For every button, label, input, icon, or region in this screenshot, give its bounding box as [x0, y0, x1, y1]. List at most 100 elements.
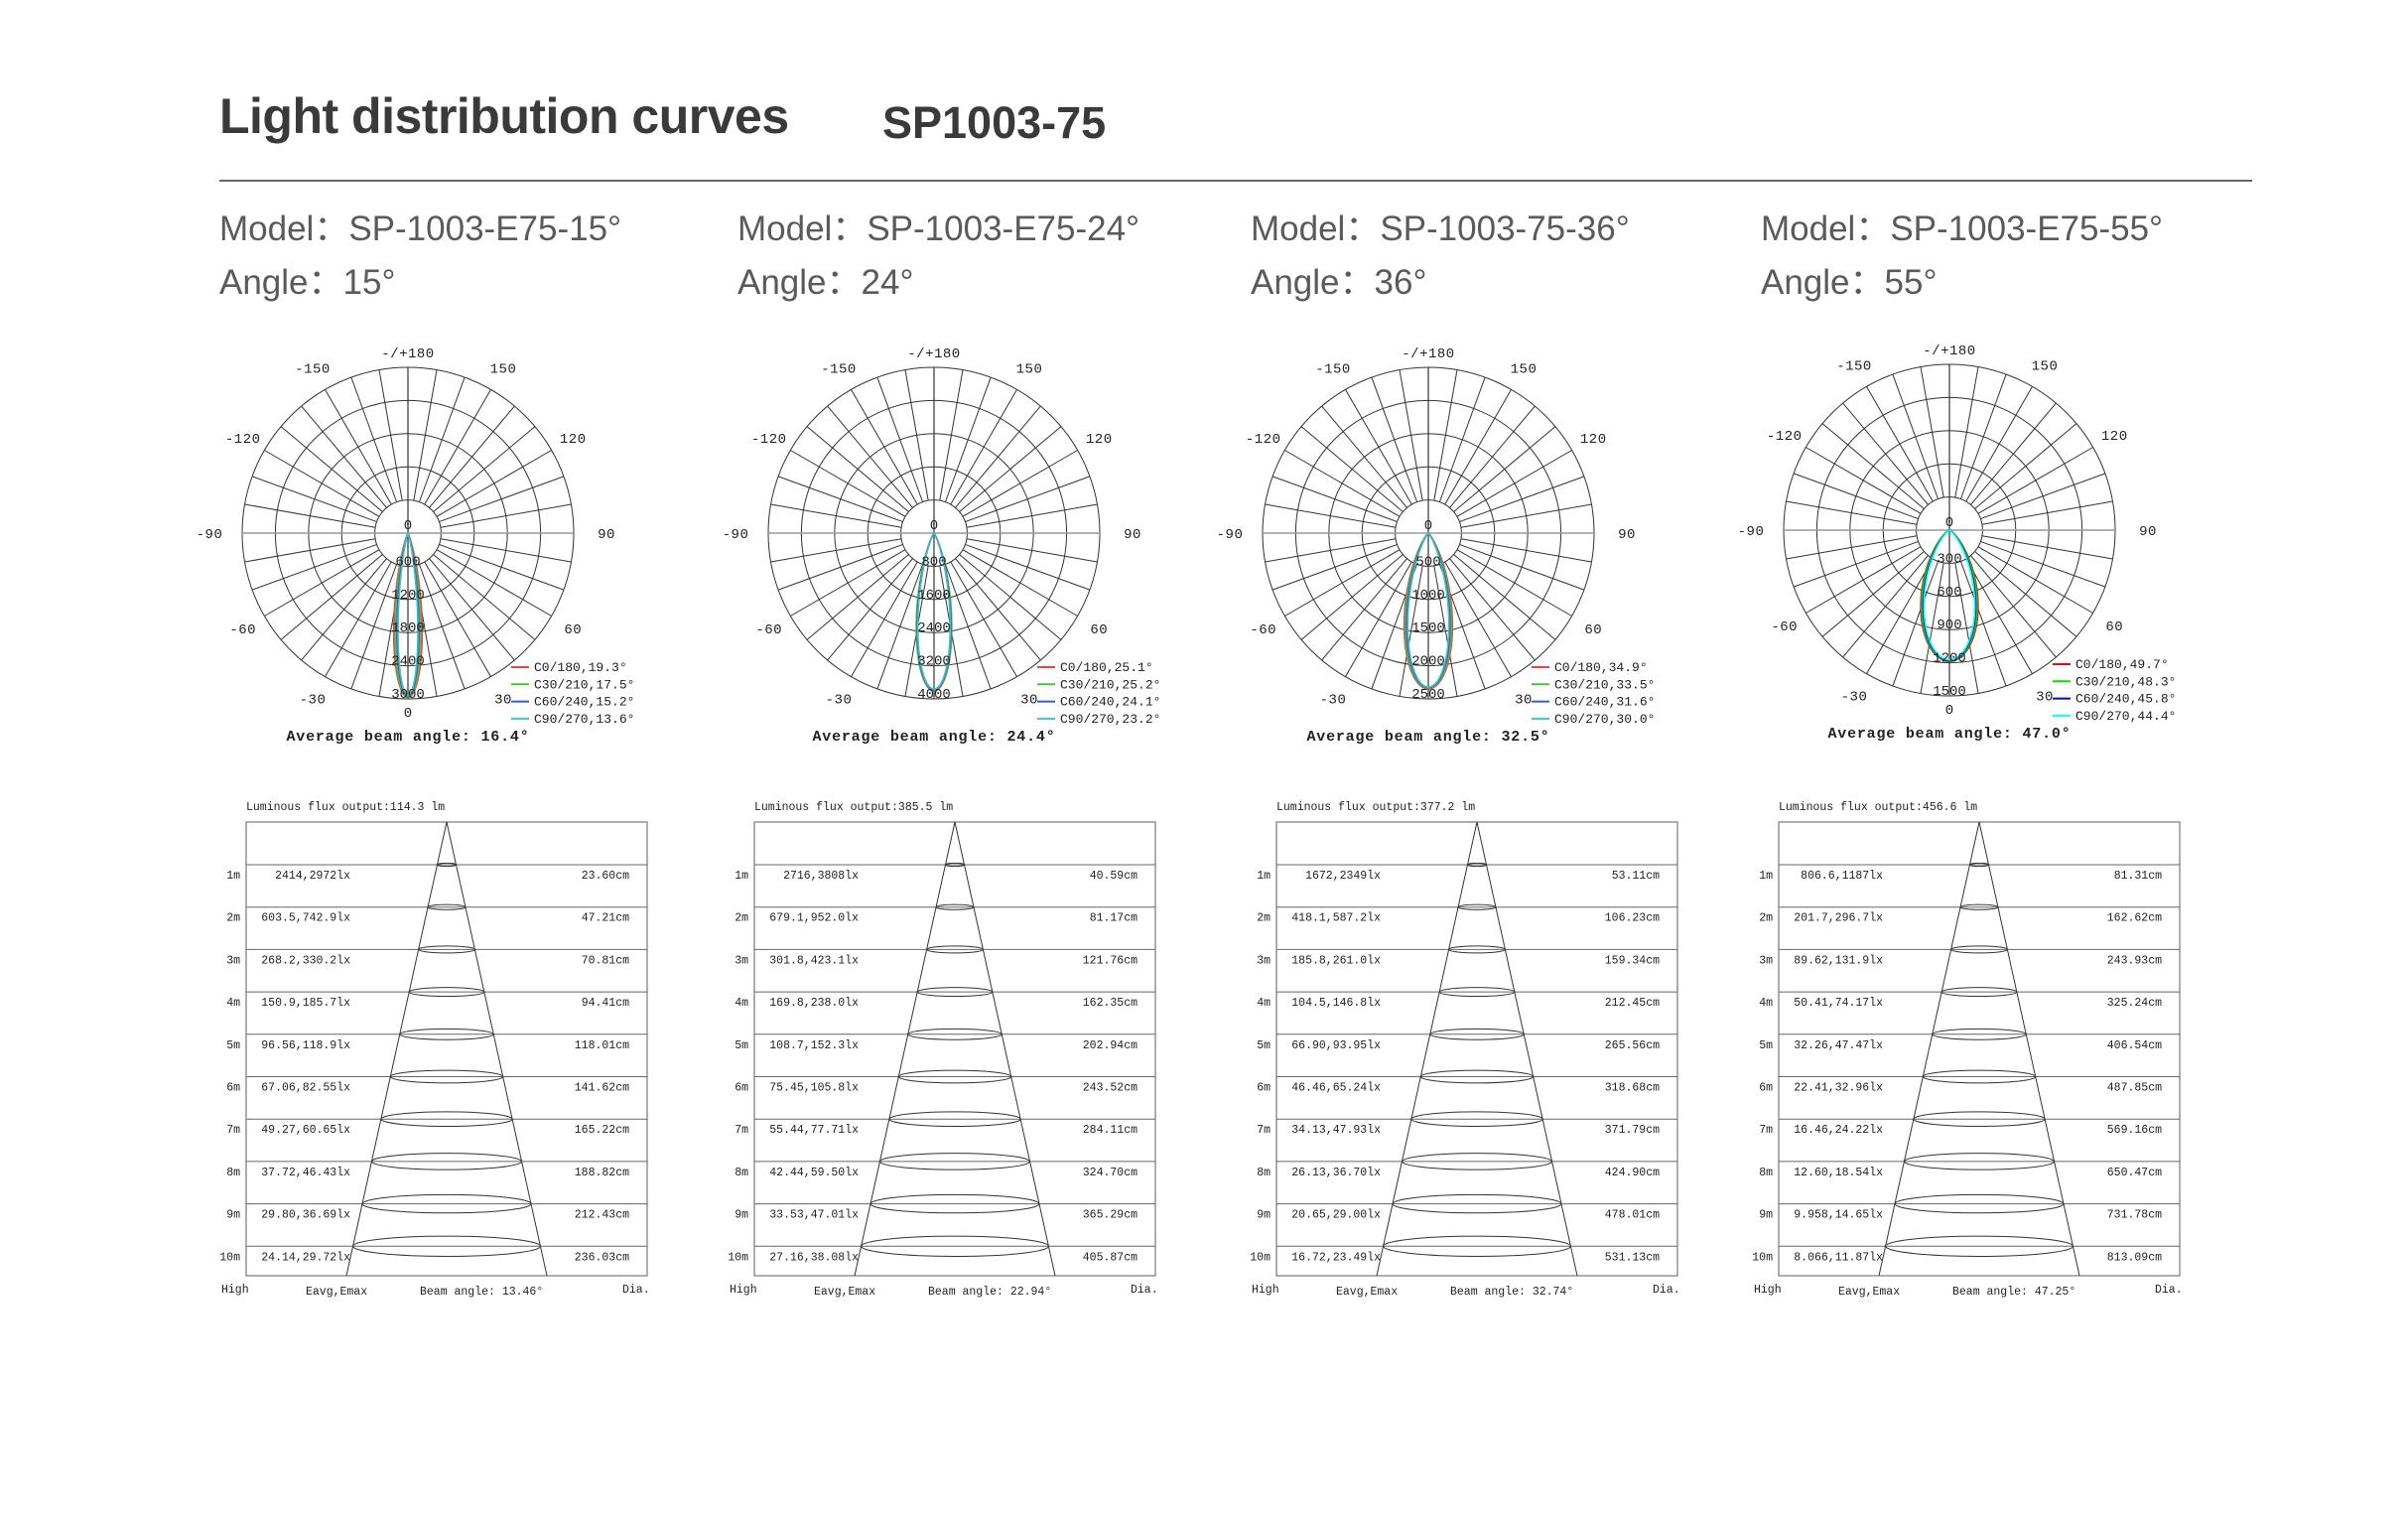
polar-spoke [1433, 565, 1458, 697]
polar-spoke [1449, 405, 1536, 508]
row-illuminance: 2414,2972lx [275, 870, 350, 883]
row-diameter: 478.01cm [1605, 1209, 1660, 1222]
polar-spoke [965, 543, 1091, 591]
angle-tick-label: 60 [2105, 619, 2123, 635]
row-height: 3m [735, 954, 748, 967]
polar-spoke [1980, 540, 2106, 588]
polar-spoke [962, 549, 1078, 617]
row-diameter: 40.59cm [1090, 870, 1137, 883]
polar-spoke [251, 543, 377, 591]
center-label: 0 [1945, 515, 1953, 531]
polar-spoke [244, 503, 376, 528]
beam-cone-left [345, 821, 448, 1277]
ring-value-label: 800 [921, 554, 946, 570]
row-height: 9m [226, 1209, 240, 1222]
row-illuminance: 27.16,38.08lx [769, 1251, 859, 1264]
angle-tick-label: -60 [229, 622, 256, 638]
polar-spoke [1977, 546, 2093, 614]
polar-spoke [301, 558, 387, 661]
angle-value: 55° [1884, 263, 1938, 302]
polar-spoke [959, 426, 1062, 512]
footer-dia: Dia. [1653, 1284, 1680, 1297]
polar-spoke [1920, 562, 1944, 694]
footer-high: High [221, 1284, 249, 1297]
angle-tick-label: 30 [2036, 689, 2054, 705]
row-illuminance: 16.72,23.49lx [1291, 1251, 1381, 1264]
row-height: 5m [735, 1039, 748, 1052]
footer-dia: Dia. [2155, 1284, 2183, 1297]
row-illuminance: 22.41,32.96lx [1794, 1082, 1883, 1095]
polar-spoke [1453, 426, 1556, 512]
footer-eavg-emax: Eavg,Emax [306, 1286, 367, 1299]
footer-beam-angle: Beam angle: 22.94° [928, 1286, 1051, 1299]
angle-tick-label: -90 [723, 527, 749, 543]
polar-spoke [1842, 555, 1929, 658]
row-diameter: 212.43cm [575, 1209, 629, 1222]
polar-spoke [280, 426, 383, 512]
ring-value-label: 2400 [917, 620, 951, 636]
luminous-flux-label: Luminous flux output:377.2 lm [1276, 801, 1475, 814]
ring-value-label: 3200 [917, 654, 951, 670]
bottom-angle-label: 0 [404, 706, 412, 722]
row-height: 8m [735, 1167, 748, 1179]
polar-spoke [777, 543, 903, 591]
angle-value: 36° [1374, 263, 1427, 302]
polar-spoke [950, 389, 1017, 505]
row-height: 4m [1257, 997, 1271, 1010]
angle-label: Angle： [1251, 263, 1375, 302]
polar-spoke [944, 376, 992, 502]
center-label: 0 [1424, 518, 1432, 534]
polar-spoke [1456, 549, 1572, 617]
ring-value-label: 600 [395, 554, 420, 570]
row-diameter: 424.90cm [1605, 1167, 1660, 1179]
polar-spoke [440, 503, 572, 528]
row-illuminance: 67.06,82.55lx [261, 1082, 350, 1095]
beam-cone-right [446, 821, 548, 1277]
polar-spoke [827, 558, 913, 661]
row-illuminance: 29.80,36.69lx [261, 1209, 350, 1222]
model-value: SP-1003-75-36° [1380, 209, 1630, 248]
angle-tick-label: 30 [1020, 692, 1038, 708]
ring-value-label: 4000 [917, 687, 951, 703]
angle-tick-label: -60 [1771, 619, 1798, 635]
row-height: 1m [1759, 870, 1773, 883]
row-diameter: 487.85cm [2107, 1082, 2162, 1095]
angle-tick-label: -30 [1320, 692, 1347, 708]
footer-beam-angle: Beam angle: 13.46° [420, 1286, 543, 1299]
footer-beam-angle: Beam angle: 32.74° [1450, 1286, 1573, 1299]
average-beam-angle: Average beam angle: 32.5° [1306, 729, 1549, 746]
row-diameter: 405.87cm [1083, 1251, 1137, 1264]
angle-tick-label: -150 [295, 362, 331, 378]
ring-value-label: 1200 [391, 588, 425, 604]
polar-spoke [440, 538, 572, 563]
polar-spoke [1345, 561, 1412, 677]
polar-spoke [1920, 366, 1944, 498]
model-info: Model：SP-1003-75-36° [1251, 201, 1630, 251]
angle-tick-label: 60 [1090, 622, 1108, 638]
ring-value-label: 600 [1937, 585, 1961, 601]
legend-label: C60/240,45.8° [2075, 692, 2176, 707]
angle-tick-label: -150 [1836, 359, 1872, 375]
ring-value-label: 1500 [1933, 684, 1966, 700]
angle-tick-label: 120 [1086, 432, 1113, 448]
row-diameter: 284.11cm [1083, 1124, 1137, 1137]
polar-spoke [301, 405, 387, 508]
polar-spoke [413, 369, 438, 501]
row-illuminance: 32.26,47.47lx [1794, 1039, 1883, 1052]
angle-info: Angle：55° [1761, 254, 1937, 305]
row-diameter: 650.47cm [2107, 1167, 2162, 1179]
beam-cone-right [1476, 821, 1578, 1277]
polar-spoke [1981, 500, 2113, 525]
row-height: 10m [728, 1251, 748, 1264]
beam-cone-left [854, 821, 956, 1277]
row-illuminance: 418.1,587.2lx [1291, 912, 1381, 925]
polar-spoke [251, 476, 377, 523]
polar-spoke [806, 554, 909, 640]
row-diameter: 121.76cm [1083, 954, 1137, 967]
polar-spoke [1970, 555, 2057, 658]
polar-spoke [962, 450, 1078, 517]
polar-spoke [1977, 447, 2093, 514]
